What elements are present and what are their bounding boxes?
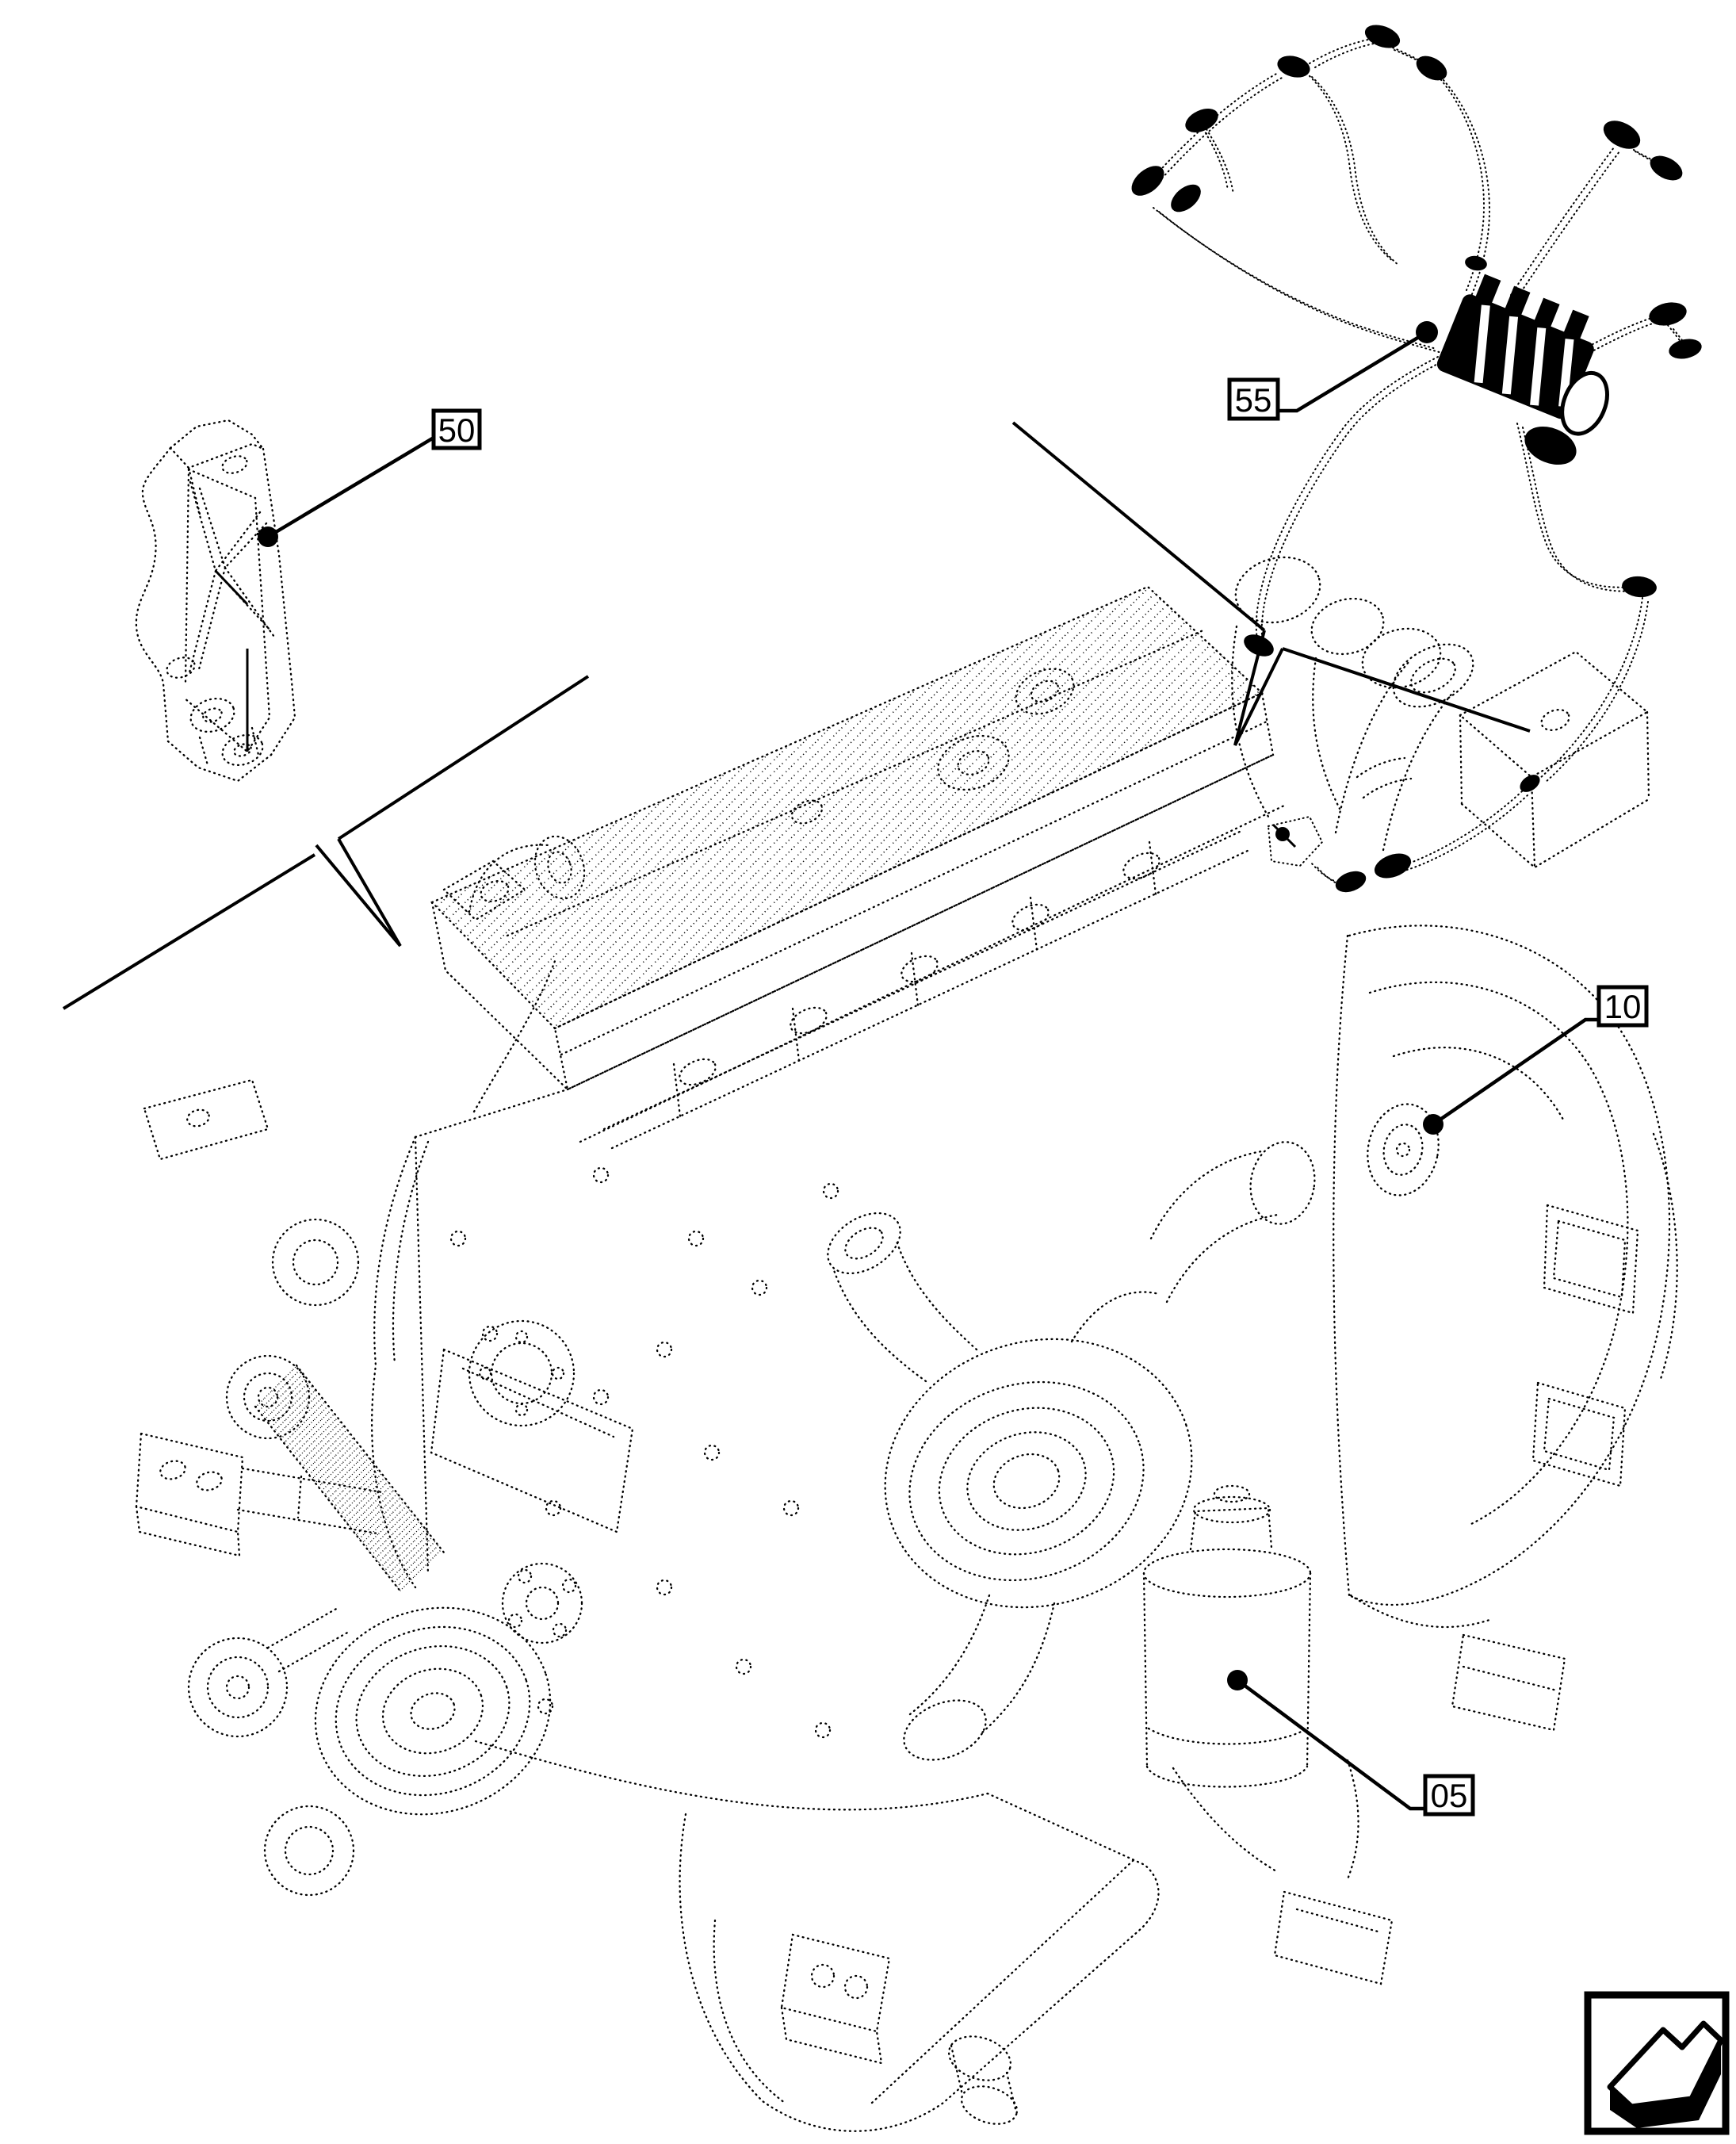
callout-50-label: 50 xyxy=(438,412,476,449)
drive-belt-hatch xyxy=(255,1365,444,1592)
callout-10-leader xyxy=(1432,1017,1599,1126)
callout-50-leader xyxy=(266,436,435,538)
pointer-fork-left xyxy=(62,675,590,1010)
prev-page-button[interactable] xyxy=(1584,1991,1730,2135)
callout-10-label: 10 xyxy=(1604,988,1642,1025)
callout-05-label: 05 xyxy=(1431,1777,1468,1814)
callout-50-anchor-dot xyxy=(258,526,278,547)
prev-page-arrow-icon xyxy=(1607,2020,1724,2128)
callout-55-leader xyxy=(1278,331,1428,413)
callout-55[interactable]: 55 xyxy=(1227,321,1438,421)
callout-10-anchor-dot xyxy=(1423,1114,1443,1135)
engine-assembly-drawing[interactable] xyxy=(135,548,1678,2132)
callout-50-box[interactable] xyxy=(431,408,482,450)
callout-05-anchor-dot xyxy=(1227,1670,1248,1690)
callout-05-box[interactable] xyxy=(1423,1774,1475,1817)
callout-10-box[interactable] xyxy=(1596,985,1649,1028)
callout-55-label: 55 xyxy=(1235,381,1272,419)
callout-05-leader xyxy=(1236,1679,1425,1811)
harness-connectors xyxy=(1131,25,1702,893)
callout-55-anchor-dot xyxy=(1416,321,1438,343)
pointer-fork-right xyxy=(1011,421,1531,746)
engine-mount-bracket-drawing[interactable] xyxy=(135,419,296,783)
harness-connector-block xyxy=(1436,274,1609,436)
callout-05[interactable]: 05 xyxy=(1227,1670,1475,1817)
callout-10[interactable]: 10 xyxy=(1423,985,1649,1135)
callout-50[interactable]: 50 xyxy=(258,408,482,547)
callout-55-box[interactable] xyxy=(1227,377,1280,421)
wiring-harness-drawing[interactable] xyxy=(1126,21,1703,896)
